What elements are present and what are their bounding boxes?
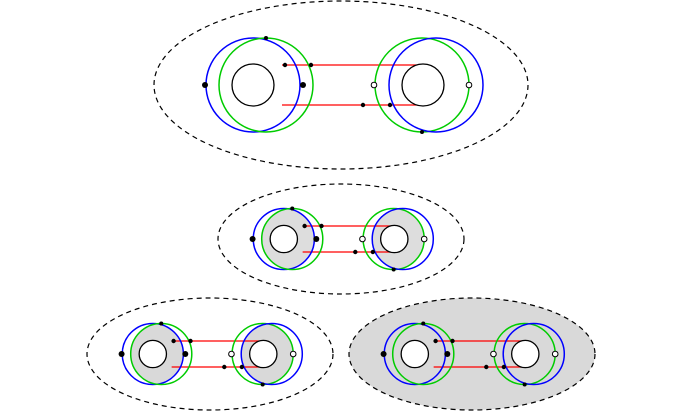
junction-point	[484, 364, 489, 370]
hole-left	[231, 63, 275, 107]
junction-point	[290, 206, 295, 211]
blue-circle-right	[371, 207, 435, 271]
hole-left	[269, 224, 299, 254]
filled-point	[182, 351, 189, 357]
filled-point	[202, 82, 208, 88]
hole-right	[511, 339, 540, 369]
junction-point	[159, 321, 164, 326]
open-point	[370, 81, 378, 89]
open-point	[490, 350, 497, 358]
junction-point	[353, 249, 358, 255]
hole-left	[400, 339, 430, 369]
panel-top	[153, 0, 529, 170]
outer-dashed-ellipse	[217, 183, 465, 295]
junction-point	[282, 62, 288, 68]
shaded-lens-right	[372, 208, 425, 270]
junction-point	[188, 338, 193, 344]
panel-bottom-left	[86, 297, 334, 411]
filled-point	[380, 351, 387, 357]
hole-right	[401, 63, 445, 107]
junction-point	[391, 267, 396, 272]
open-point	[228, 350, 235, 358]
outer-dashed-ellipse	[86, 297, 334, 411]
filled-point	[313, 236, 320, 242]
panel-middle	[217, 183, 465, 295]
junction-point	[302, 223, 307, 229]
open-point	[289, 350, 297, 358]
open-point	[359, 235, 366, 243]
open-point	[420, 235, 428, 243]
junction-point	[308, 62, 314, 68]
shaded-lens-left	[261, 208, 315, 270]
junction-point	[239, 364, 245, 370]
junction-point	[387, 102, 393, 108]
hole-left	[138, 339, 168, 369]
junction-point	[171, 338, 176, 344]
blue-circle-right	[502, 322, 566, 386]
junction-point	[264, 36, 268, 40]
filled-point	[249, 236, 256, 242]
hole-right	[380, 224, 409, 254]
hole-right	[249, 339, 278, 369]
junction-point	[222, 364, 227, 370]
junction-point	[433, 338, 438, 344]
junction-point	[370, 249, 376, 255]
filled-point	[118, 351, 125, 357]
junction-point	[522, 382, 527, 387]
blue-circle-right	[240, 322, 304, 386]
junction-point	[501, 364, 507, 370]
junction-point	[450, 338, 455, 344]
junction-point	[319, 223, 324, 229]
filled-point	[300, 82, 306, 88]
junction-point	[260, 382, 265, 387]
junction-point	[421, 321, 426, 326]
blue-circle-right	[388, 37, 484, 133]
shaded-green-left	[130, 323, 184, 385]
junction-point	[360, 102, 366, 108]
panel-bottom-right	[348, 297, 596, 411]
shaded-blue-right	[241, 323, 294, 385]
open-point	[551, 350, 559, 358]
filled-point	[444, 351, 451, 357]
open-point	[465, 81, 473, 89]
outer-dashed-ellipse	[153, 0, 529, 170]
junction-point	[420, 130, 424, 134]
